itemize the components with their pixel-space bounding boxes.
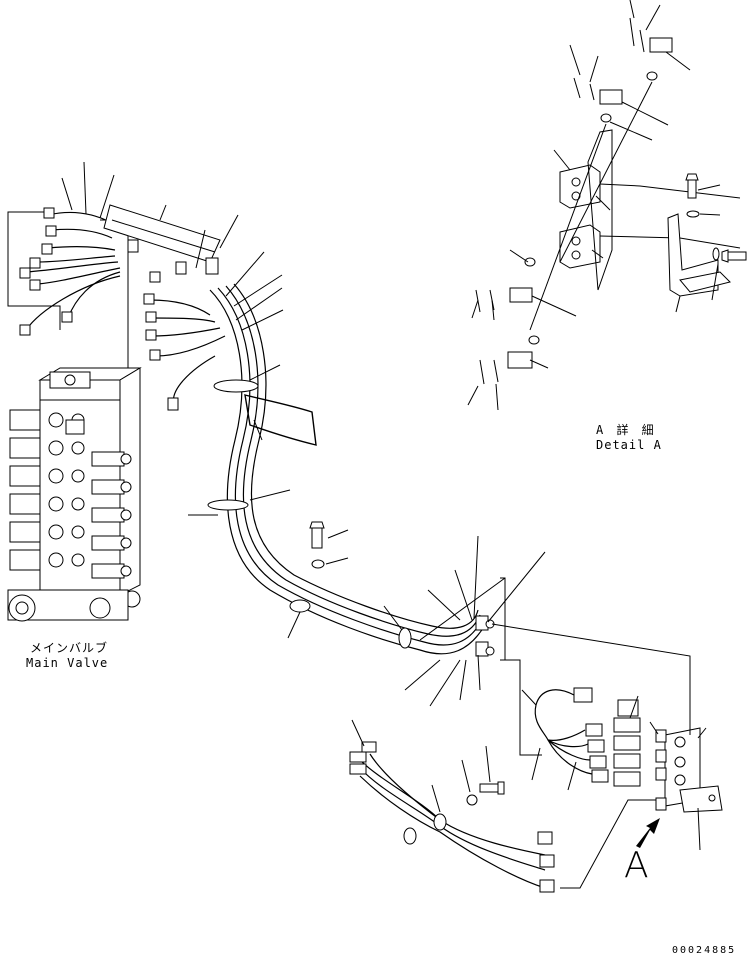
detail-a-label-jp: A 詳 細 — [596, 423, 657, 437]
main-valve — [7, 161, 142, 622]
main-valve-label-en: Main Valve — [26, 656, 109, 670]
view-a-assembly — [491, 623, 723, 889]
detail-a-label-en: Detail A — [596, 438, 662, 452]
main-valve-label-jp: メインバルブ — [30, 641, 109, 655]
bolt-washer-center — [309, 521, 349, 569]
view-a-letter: A — [624, 845, 649, 886]
detail-a — [467, 0, 747, 411]
document-number: 00024885 — [672, 945, 737, 956]
lower-harness — [349, 719, 555, 893]
hose-guard — [103, 204, 221, 275]
arrow-icon — [636, 818, 660, 848]
hose-bundle — [143, 214, 546, 707]
